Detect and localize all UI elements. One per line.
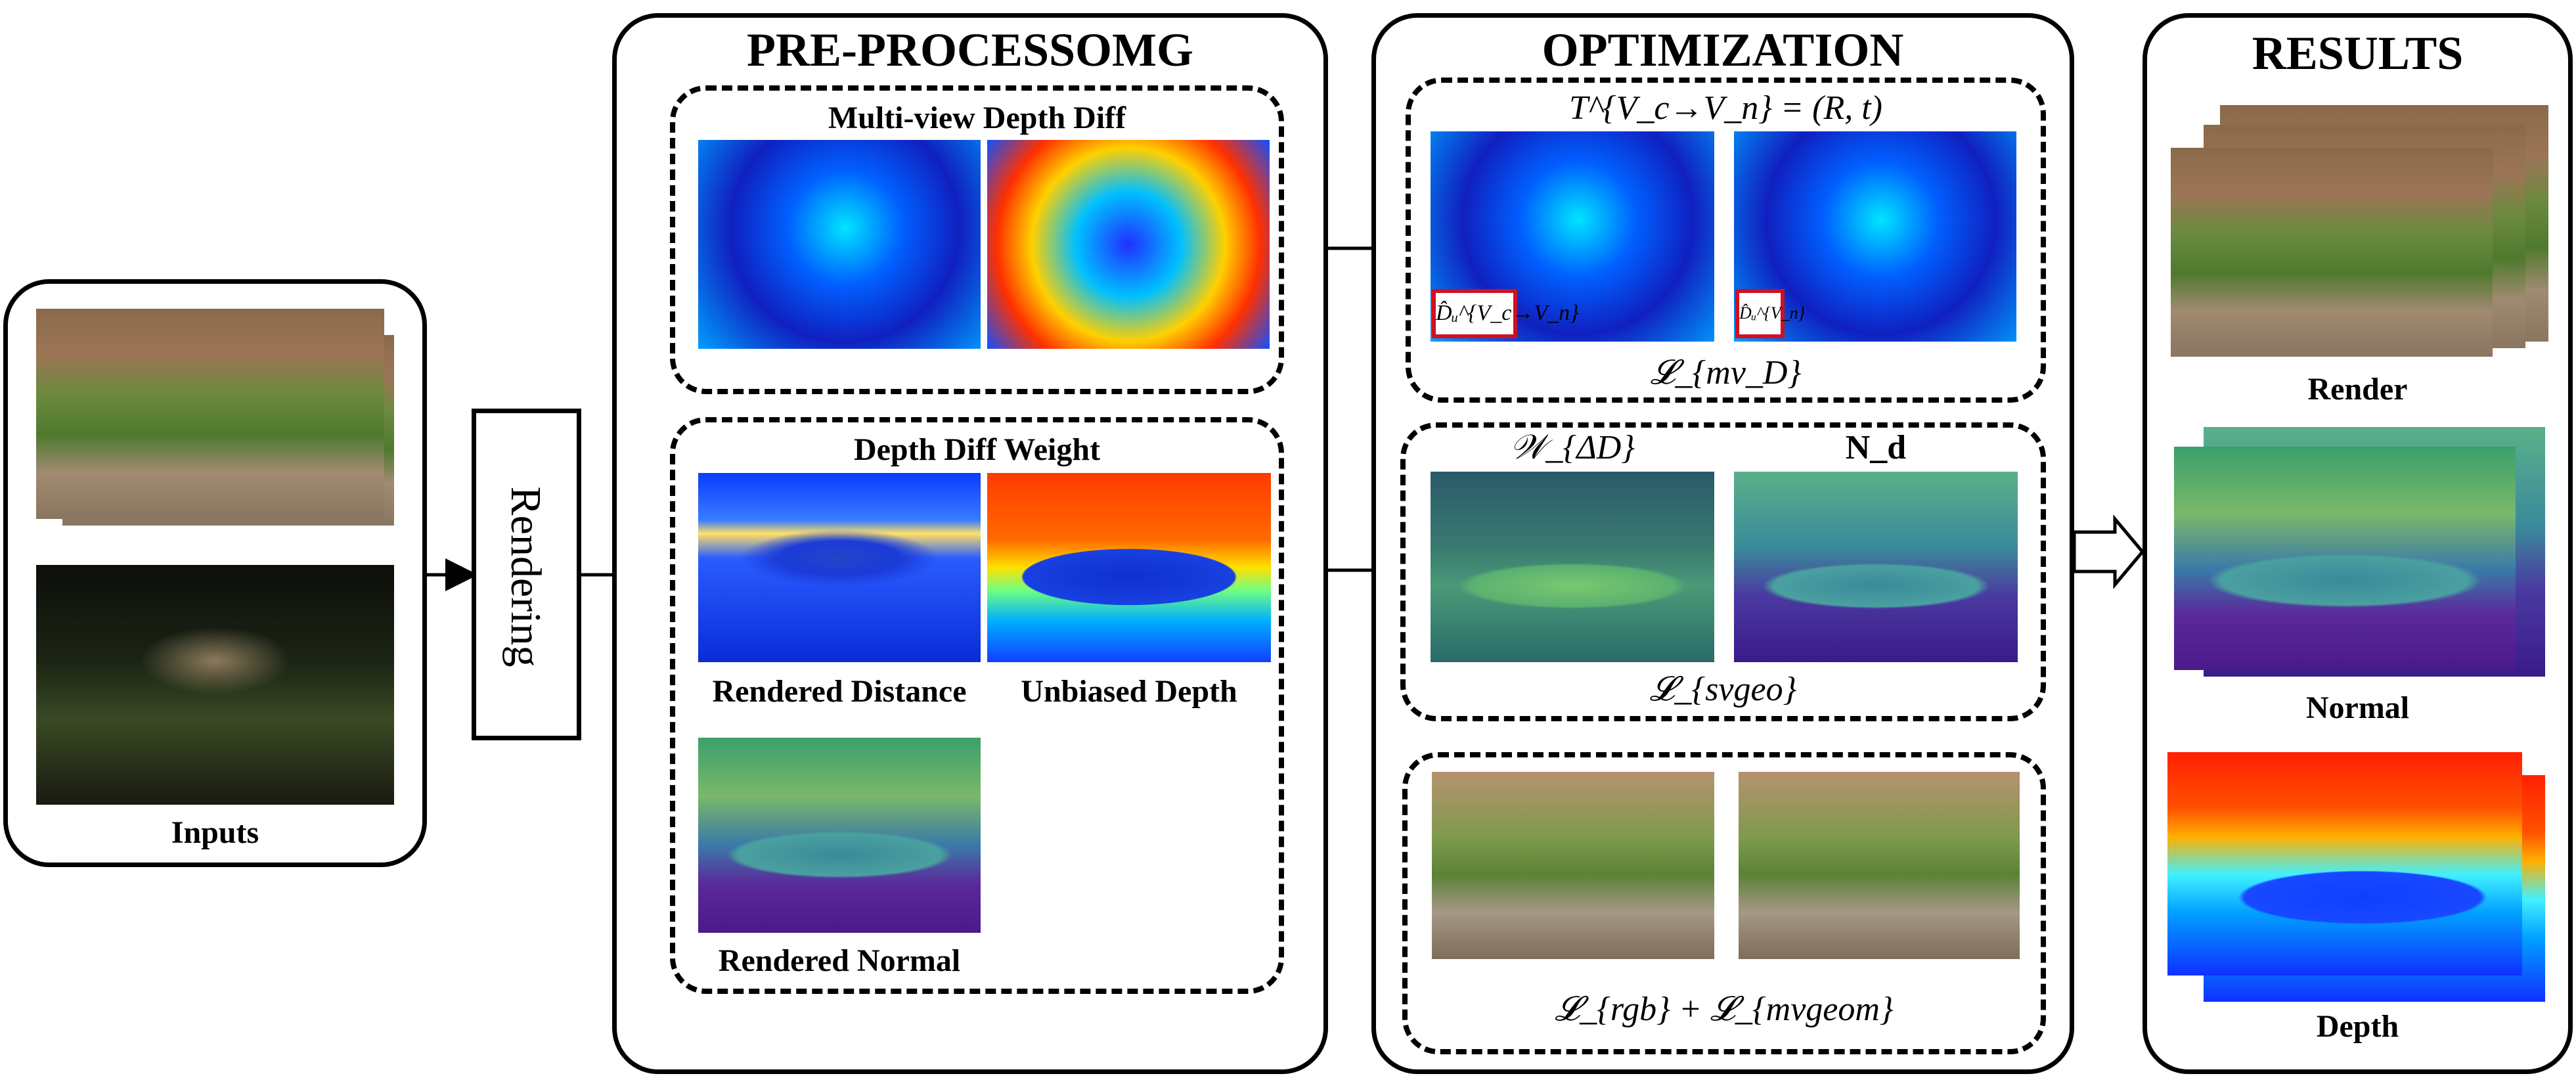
preprocessing-title: PRE-PROCESSOMG bbox=[746, 24, 1194, 76]
n-d-label: N_d bbox=[1845, 429, 1907, 466]
arrow-to-results bbox=[2072, 514, 2145, 589]
loss-mv-d: 𝓛_{mv_D} bbox=[1650, 354, 1802, 392]
unbiased-depth-image bbox=[987, 473, 1271, 662]
mv-loss-section bbox=[1406, 78, 2046, 403]
result-normal-label: Normal bbox=[2305, 690, 2410, 725]
result-render-label: Render bbox=[2307, 372, 2408, 407]
optimization-title: OPTIMIZATION bbox=[1542, 24, 1904, 76]
loss-rgb-mvgeom: 𝓛_{rgb} + 𝓛_{mvgeom} bbox=[1555, 991, 1894, 1028]
rendered-normal-image bbox=[698, 738, 981, 933]
rendered-distance-label: Rendered Distance bbox=[712, 674, 967, 709]
unbiased-depth-label: Unbiased Depth bbox=[1021, 674, 1237, 709]
rendering-label: Rendering bbox=[502, 486, 550, 667]
w-delta-d-label: 𝒲_{ΔD} bbox=[1509, 429, 1635, 466]
input-point-cloud bbox=[36, 565, 394, 805]
target-depth-label-box: D̂ᵤ^{V_n} bbox=[1735, 289, 1805, 338]
result-normal-image bbox=[2174, 447, 2516, 670]
rgb-image-2 bbox=[1739, 772, 2020, 959]
svgeo-loss-section bbox=[1400, 422, 2046, 721]
n-d-image bbox=[1734, 472, 2018, 662]
input-photo bbox=[36, 309, 384, 519]
rendering-box bbox=[472, 409, 581, 740]
warped-depth-label-box: D̂ᵤ^{V_c→V_n} bbox=[1432, 289, 1579, 338]
transform-formula: T^{V_c→V_n} = (R, t) bbox=[1569, 89, 1882, 127]
weight-title: Depth Diff Weight bbox=[853, 432, 1101, 467]
multiview-section bbox=[670, 85, 1284, 394]
multiview-title: Multi-view Depth Diff bbox=[828, 101, 1126, 135]
loss-svgeo: 𝓛_{svgeo} bbox=[1649, 671, 1797, 708]
rgb-image-1 bbox=[1432, 772, 1714, 959]
result-depth-image bbox=[2167, 752, 2522, 975]
multiview-depth-image-1 bbox=[698, 140, 981, 349]
inputs-label: Inputs bbox=[171, 815, 259, 850]
rendered-distance-image bbox=[698, 473, 981, 662]
result-render-image bbox=[2171, 148, 2493, 357]
w-delta-d-image bbox=[1431, 472, 1714, 662]
multiview-depth-image-2 bbox=[987, 140, 1270, 349]
rendered-normal-label: Rendered Normal bbox=[718, 943, 961, 978]
results-title: RESULTS bbox=[2252, 27, 2464, 79]
rgb-loss-section bbox=[1402, 752, 2046, 1054]
weight-section bbox=[670, 417, 1284, 994]
result-depth-label: Depth bbox=[2316, 1009, 2399, 1044]
